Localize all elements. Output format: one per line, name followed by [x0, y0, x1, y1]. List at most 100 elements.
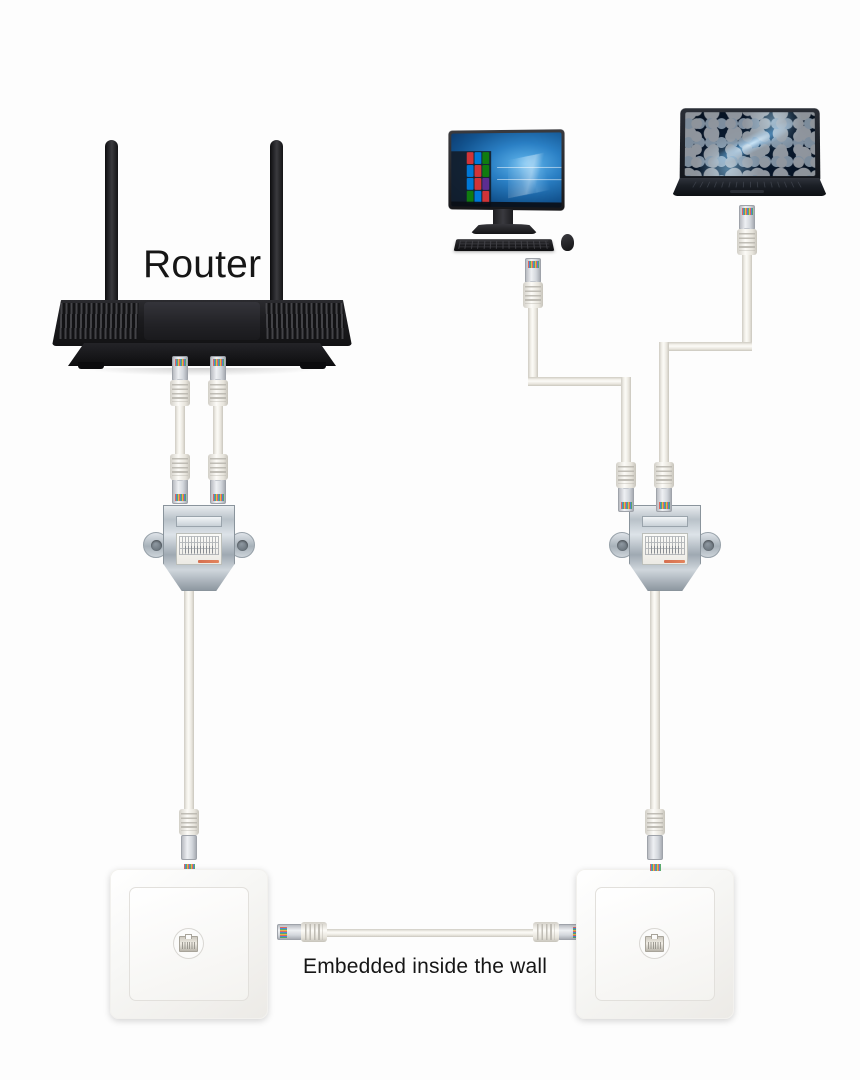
rj45-head [172, 479, 188, 504]
rj45-latch [744, 228, 750, 234]
monitor-bezel [448, 129, 565, 211]
rj45-latch [530, 281, 536, 287]
wallpaper-line-1 [496, 166, 562, 169]
splitter-slot [176, 516, 222, 527]
rj45-head [172, 356, 188, 381]
rj45-connector-up[interactable] [206, 356, 230, 408]
rj45-connector-down[interactable] [643, 809, 667, 871]
rj45-latch [661, 483, 667, 489]
splitter-screw-hole [236, 539, 248, 551]
rj45-head [210, 479, 226, 504]
rj45-pins [184, 864, 195, 871]
rj45-ribs [210, 384, 226, 402]
rj45-ribs [537, 924, 555, 940]
rj45-connector-left[interactable] [277, 920, 329, 944]
start-tile-1 [474, 151, 482, 165]
cable-segment [184, 591, 194, 813]
rj45-jack[interactable] [174, 929, 203, 958]
rj45-ribs [739, 233, 755, 251]
rj45-pins [213, 494, 224, 501]
wall-outlet-left[interactable] [110, 869, 268, 1019]
splitter-screw-hole [702, 539, 714, 551]
rj45-connector-down[interactable] [177, 809, 201, 871]
router-center-panel [144, 302, 260, 340]
monitor-neck [493, 209, 513, 226]
desktop-computer[interactable] [447, 129, 574, 255]
cable-in-wall [277, 920, 583, 946]
rj45-connector-laptop[interactable] [735, 205, 759, 257]
taskbar [451, 201, 562, 208]
cable-segment-vertical-top [742, 232, 752, 350]
rj45-boot [523, 282, 543, 308]
start-tile-4 [474, 165, 482, 178]
rj45-ribs [647, 813, 663, 831]
rj45-jack-pins [182, 941, 195, 949]
wall-outlet-right[interactable] [576, 869, 734, 1019]
start-tile-0 [466, 152, 474, 165]
cable-segment-vertical-top [528, 285, 538, 385]
cable-router-to-splitter-b [206, 356, 230, 504]
splitter-schematic-detail [185, 546, 215, 553]
rj45-jack-port [645, 933, 664, 952]
windows-wallpaper-logo [507, 149, 560, 200]
start-tile-3 [466, 165, 474, 178]
rj45-jack-notch [651, 933, 658, 939]
rj45-connector-down[interactable] [206, 452, 230, 504]
rj45-head [739, 205, 755, 230]
rj45-ribs [181, 813, 197, 831]
rj45-boot [737, 229, 757, 255]
rj45-latch [623, 483, 629, 489]
cable-segment-horizontal [528, 377, 631, 386]
start-menu-panel [451, 150, 492, 207]
router-foot-left [78, 362, 104, 369]
rj45-head [277, 924, 302, 940]
splitter-brand-mark [664, 560, 685, 563]
laptop-base [672, 178, 827, 196]
cable-splitter-left-to-outlet [177, 591, 201, 871]
laptop-keyboard [692, 181, 808, 188]
rj45-ribs [656, 466, 672, 484]
cable-segment-horizontal [659, 342, 752, 351]
splitter-left[interactable] [143, 505, 255, 605]
in-wall-label: Embedded inside the wall [303, 955, 548, 978]
router-base [68, 343, 336, 366]
splitter-right[interactable] [609, 505, 721, 605]
cable-segment [327, 929, 533, 937]
rj45-connector-desktop[interactable] [521, 258, 545, 310]
start-tile-2 [482, 151, 490, 165]
rj45-pins [213, 359, 224, 366]
rj45-ribs [618, 466, 634, 484]
rj45-jack-notch [185, 933, 192, 939]
rj45-jack[interactable] [640, 929, 669, 958]
keyboard[interactable] [453, 239, 555, 252]
laptop-computer[interactable] [672, 108, 827, 203]
rj45-head [647, 835, 663, 871]
rj45-ribs [172, 458, 188, 476]
rj45-pins [650, 864, 661, 871]
router-grille-right [265, 303, 345, 339]
splitter-screw-hole [616, 539, 628, 551]
laptop-trackpad [730, 190, 764, 193]
rj45-connector-up[interactable] [168, 356, 192, 408]
rj45-pins [175, 359, 186, 366]
cable-segment [175, 382, 185, 478]
rj45-head [181, 835, 197, 871]
splitter-slot [642, 516, 688, 527]
splitter-brand-mark [198, 560, 219, 563]
mouse[interactable] [561, 234, 574, 251]
keyboard-keys [458, 240, 550, 249]
wallpaper-line-2 [496, 178, 562, 181]
cable-segment [650, 591, 660, 813]
cable-router-to-splitter-a [168, 356, 192, 504]
router-device[interactable] [52, 140, 352, 376]
rj45-pins [742, 208, 753, 215]
splitter-label [176, 533, 222, 565]
splitter-screw-hole [150, 539, 162, 551]
rj45-jack-pins [648, 941, 661, 949]
router-shadow [82, 368, 322, 376]
router-body [52, 300, 352, 346]
rj45-boot [616, 462, 636, 488]
router-label: Router [143, 243, 262, 286]
rj45-connector-down[interactable] [168, 452, 192, 504]
